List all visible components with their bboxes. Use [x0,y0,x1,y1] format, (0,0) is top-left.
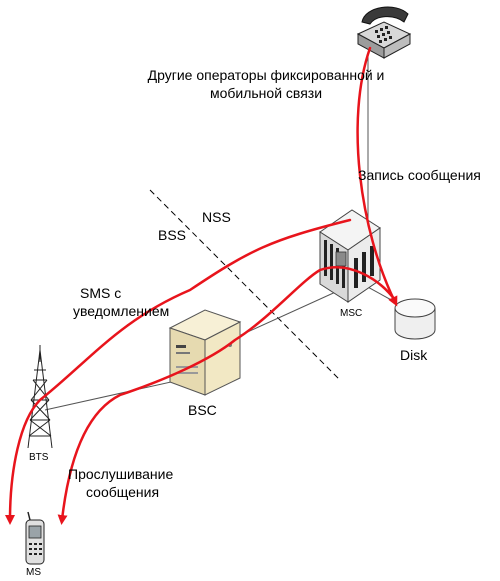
label-nss: NSS [202,209,231,225]
disk-storage-icon [394,298,436,340]
label-bts: BTS [29,452,49,463]
label-other-operators-line1: Другие операторы фиксированной и [147,67,385,83]
flow-listen-message [57,266,397,525]
label-listen-line1: Прослушивание [68,466,174,482]
link-bts-bsc [44,379,181,411]
label-disk: Disk [400,347,428,363]
message-flows [5,46,398,525]
label-other-operators-line2: мобильной связи [209,85,323,101]
label-msc: MSC [340,308,363,319]
label-listen-line2: сообщения [86,484,160,500]
telephone-icon [356,6,412,59]
switch-server-icon [319,209,381,303]
label-ms: MS [26,567,41,578]
label-record-message: Запись сообщения [358,167,481,183]
mobile-phone-icon [25,511,45,565]
label-sms-line1: SMS с [80,285,122,301]
server-icon [168,309,242,396]
flow-record-message [356,46,398,307]
antenna-tower-icon [27,345,53,449]
label-bss: BSS [158,227,187,243]
label-sms-line2: уведомлением [73,303,170,319]
nss-bss-boundary [149,189,341,381]
flow-sms-notification [5,218,352,525]
label-bsc: BSC [188,402,217,418]
